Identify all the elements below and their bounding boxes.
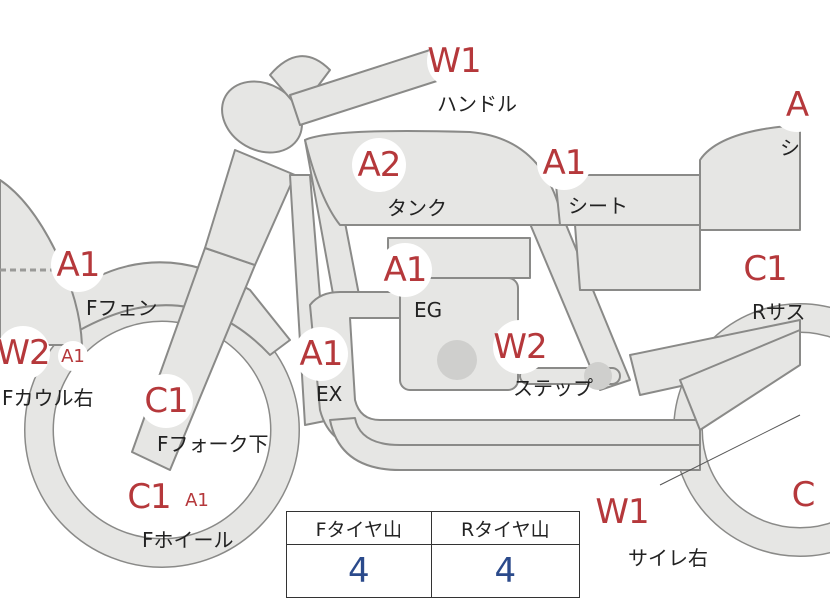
label-front-cowl-right: Fカウル右 xyxy=(2,386,94,410)
label-muffler-right: サイレ右 xyxy=(628,546,708,570)
rear-tire-tread-value: 4 xyxy=(430,544,581,598)
label-step: ステップ xyxy=(513,376,593,400)
grade-badge-seat: A1 xyxy=(537,136,591,190)
tire-tread-table: Fタイヤ山 Rタイヤ山 4 4 xyxy=(286,511,581,598)
grade-badge-engine: A1 xyxy=(378,243,432,297)
grade-badge-rear-seat: A xyxy=(770,78,824,132)
grade-badge-front-fender: A1 xyxy=(51,238,105,292)
handlebar xyxy=(269,55,331,111)
motorcycle-outline xyxy=(0,49,830,568)
grade-badge-handlebar: W1 xyxy=(427,34,482,88)
grade-badge-front-fork: C1 xyxy=(139,374,193,428)
grade-badge-rear-suspension: C1 xyxy=(738,242,792,296)
front-tire-tread-header: Fタイヤ山 xyxy=(286,511,432,545)
label-engine: EG xyxy=(414,298,443,322)
grade-badge-tank: A2 xyxy=(352,138,406,192)
grade-badge-step: W2 xyxy=(493,320,548,374)
label-exhaust: EX xyxy=(316,382,343,406)
grade-badge-rear-wheel: C xyxy=(776,468,830,522)
label-front-fork-lower: Fフォーク下 xyxy=(157,432,269,456)
headlight xyxy=(221,80,303,154)
leader-line xyxy=(659,414,801,486)
label-handlebar: ハンドル xyxy=(437,92,517,116)
grade-badge-front-cowl-secondary: A1 xyxy=(58,341,88,371)
label-rear-suspension: Rサス xyxy=(752,300,806,324)
grade-badge-front-wheel: C1 xyxy=(122,470,176,524)
grade-badge-muffler-right: W1 xyxy=(595,485,650,539)
front-tire-tread-value: 4 xyxy=(286,544,432,598)
label-front-fender: Fフェン xyxy=(86,296,158,320)
grade-badge-front-cowl: W2 xyxy=(0,326,51,380)
motorcycle-damage-diagram: W1 A2 A1 A1 A1 W2 A1 C1 A1 W2 C1 A1 W1 C… xyxy=(0,34,830,598)
label-tank: タンク xyxy=(387,196,447,220)
grade-badge-exhaust: A1 xyxy=(294,327,348,381)
label-rear-seat: シ xyxy=(780,136,800,160)
rear-tire-tread-header: Rタイヤ山 xyxy=(430,511,581,545)
label-front-wheel: Fホイール xyxy=(142,528,234,552)
grade-badge-front-wheel-secondary: A1 xyxy=(182,485,212,515)
label-seat: シート xyxy=(568,194,628,218)
